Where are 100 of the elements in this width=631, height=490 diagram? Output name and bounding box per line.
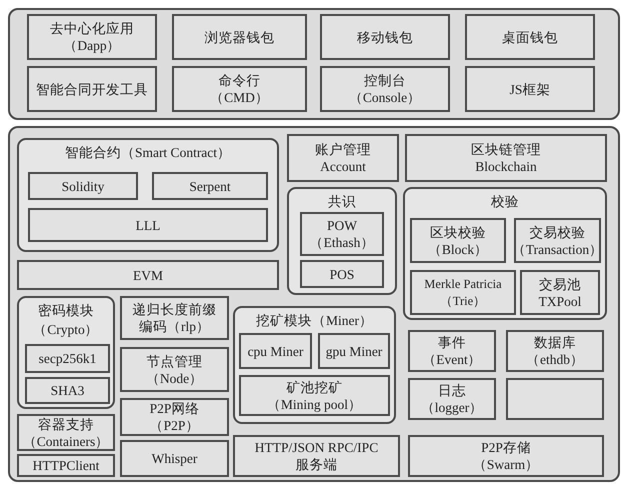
module-box: [408, 378, 496, 420]
box-label: 区块链管理: [471, 141, 541, 158]
module-group: [233, 306, 396, 424]
box-label: （Transaction）: [512, 240, 604, 258]
module-box: [17, 260, 279, 290]
module-box: [410, 270, 516, 315]
module-box: [27, 14, 157, 60]
box-label: gpu Miner: [326, 342, 382, 360]
box-label: JS框架: [510, 80, 550, 98]
module-box: [405, 134, 607, 182]
box-label: POS: [330, 266, 354, 282]
group-title: 挖矿模块（Miner）: [256, 312, 373, 329]
group-title: 共识: [328, 193, 356, 210]
module-box: [120, 347, 229, 392]
box-label: （Dapp）: [63, 37, 121, 54]
module-box: [17, 454, 115, 477]
box-label: 数据库: [534, 334, 576, 351]
module-group: [287, 187, 397, 295]
box-label: 递归长度前缀编码（rlp）: [132, 301, 218, 335]
box-label: HTTP/JSON RPC/IPC 服务端: [254, 439, 380, 473]
box-label: （logger）: [420, 399, 484, 416]
module-box: [514, 218, 601, 263]
box-label: 日志: [438, 382, 466, 399]
box-label: 容器支持: [38, 416, 94, 432]
box-label: 桌面钱包: [502, 28, 558, 46]
module-box: [408, 435, 604, 477]
box-label: Account: [320, 158, 366, 175]
group-title: 密码模块: [38, 302, 94, 319]
module-box: [172, 66, 307, 112]
box-label: 区块校验: [430, 224, 486, 240]
box-label: Merkle Patricia（Trie）: [423, 276, 503, 310]
box-label: P2P网络: [150, 400, 200, 417]
module-box: [410, 218, 506, 263]
module-box: [300, 212, 384, 256]
box-label: HTTPClient: [32, 457, 100, 474]
module-box: [287, 134, 399, 182]
box-label: 移动钱包: [357, 28, 413, 46]
box-label: 命令行: [218, 72, 260, 89]
module-box: [320, 14, 450, 60]
module-box: [506, 378, 604, 420]
layer-panel: [8, 8, 620, 120]
box-label: LLL: [136, 216, 160, 234]
box-label: 节点管理: [146, 352, 202, 370]
box-label: 账户管理: [315, 141, 371, 158]
box-label: （Block）: [428, 240, 488, 258]
box-label: （Containers）: [22, 432, 110, 450]
box-label: （ethdb）: [526, 351, 584, 368]
module-box: [520, 270, 600, 315]
box-label: （Console）: [348, 89, 422, 106]
box-label: TXPool: [538, 292, 582, 310]
module-box: [28, 208, 268, 242]
module-box: [465, 14, 595, 60]
box-label: （Swarm）: [472, 456, 540, 473]
module-box: [233, 435, 400, 477]
module-box: [465, 66, 595, 112]
module-box: [506, 330, 604, 372]
box-label: Whisper: [152, 450, 198, 467]
box-label: EVM: [133, 266, 163, 284]
box-label: 去中心化应用: [50, 20, 134, 37]
box-label: （P2P）: [150, 417, 200, 434]
module-group: [17, 296, 115, 409]
layer-panel: [8, 126, 620, 482]
module-box: [27, 66, 157, 112]
box-label: cpu Miner: [248, 342, 304, 360]
box-label: （Event）: [422, 351, 482, 368]
box-label: Blockchain: [475, 158, 537, 175]
box-label: 智能合同开发工具: [36, 80, 148, 98]
box-label: SHA3: [50, 382, 84, 399]
module-group: [403, 187, 607, 320]
module-box: [120, 440, 229, 477]
box-label: 交易校验: [530, 224, 586, 240]
box-label: 事件: [438, 334, 466, 351]
module-box: [320, 66, 450, 112]
box-label: secp256k1: [38, 350, 96, 367]
module-box: [300, 260, 384, 288]
box-label: 浏览器钱包: [204, 28, 274, 46]
group-title: （Crypto）: [33, 321, 99, 338]
module-box: [172, 14, 307, 60]
module-box: [408, 330, 496, 372]
module-box: [25, 344, 110, 373]
module-box: [120, 398, 229, 436]
module-box: [239, 333, 312, 369]
module-box: [17, 414, 115, 451]
box-label: （Node）: [146, 370, 204, 386]
group-title: 智能合约（Smart Contract）: [64, 144, 232, 161]
box-label: （Mining pool）: [266, 396, 362, 412]
module-box: [239, 375, 390, 416]
box-label: 控制台: [364, 72, 406, 89]
box-label: （CMD）: [210, 89, 269, 106]
box-label: Solidity: [62, 178, 104, 194]
box-label: （Ethash）: [310, 234, 374, 251]
box-label: P2P存储: [481, 439, 531, 456]
module-box: [152, 172, 268, 200]
box-label: 交易池: [539, 276, 581, 292]
module-box: [318, 333, 390, 369]
module-box: [28, 172, 138, 200]
module-box: [25, 377, 110, 404]
group-title: 校验: [491, 193, 519, 210]
box-label: POW: [327, 217, 357, 234]
box-label: 矿池挖矿: [286, 378, 342, 396]
